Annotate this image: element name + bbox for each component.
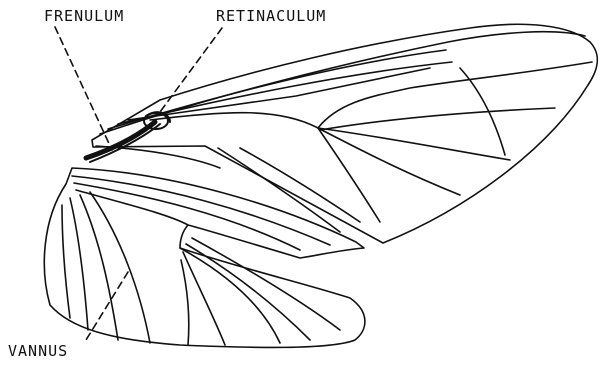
frenulum-label: FRENULUM — [44, 9, 124, 24]
frenulum-leader-line — [55, 27, 112, 150]
vannus-label: VANNUS — [8, 344, 68, 359]
retinaculum-label: RETINACULUM — [216, 9, 326, 24]
forewing-veins — [96, 32, 592, 232]
hindwing — [44, 168, 365, 347]
forewing-outline — [92, 24, 597, 243]
forewing — [92, 24, 597, 243]
